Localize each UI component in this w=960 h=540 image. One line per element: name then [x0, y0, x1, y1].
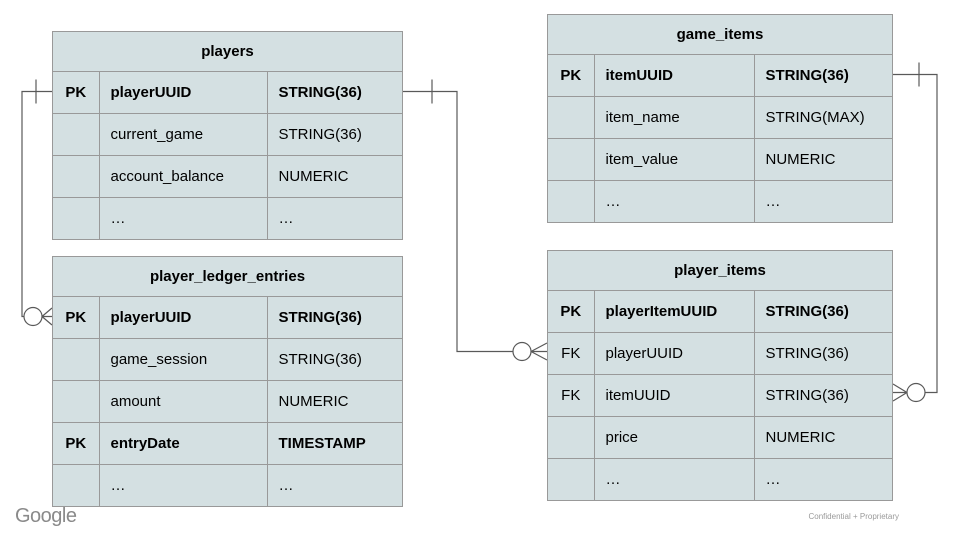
- table-row: FK playerUUID STRING(36): [548, 332, 892, 375]
- field-cell: entryDate: [99, 422, 268, 465]
- table-row: current_game STRING(36): [53, 113, 402, 156]
- key-cell: [53, 113, 100, 156]
- zero-circle-icon: [23, 306, 43, 327]
- field-cell: price: [594, 416, 755, 459]
- field-cell: amount: [99, 380, 268, 423]
- confidential-note: Confidential + Proprietary: [808, 512, 900, 521]
- key-cell: PK: [53, 422, 100, 465]
- type-cell: …: [754, 180, 892, 222]
- table-row: … …: [548, 458, 892, 500]
- type-cell: NUMERIC: [267, 155, 402, 198]
- key-cell: PK: [53, 297, 100, 339]
- table-players-columns: PK playerUUID STRING(36) current_game ST…: [53, 72, 402, 239]
- table-row: price NUMERIC: [548, 416, 892, 459]
- key-cell: [548, 458, 595, 500]
- field-cell: …: [594, 180, 755, 222]
- key-cell: [548, 180, 595, 222]
- key-cell: [53, 155, 100, 198]
- table-player-ledger-entries-columns: PK playerUUID STRING(36) game_session ST…: [53, 297, 402, 506]
- table-title-players: players: [53, 32, 402, 72]
- field-cell: playerUUID: [594, 332, 755, 375]
- key-cell: [53, 197, 100, 239]
- type-cell: …: [754, 458, 892, 500]
- type-cell: STRING(36): [754, 332, 892, 375]
- field-cell: item_value: [594, 138, 755, 181]
- type-cell: STRING(36): [754, 374, 892, 417]
- table-player-items-columns: PK playerItemUUID STRING(36) FK playerUU…: [548, 291, 892, 500]
- field-cell: account_balance: [99, 155, 268, 198]
- key-cell: PK: [53, 72, 100, 114]
- erd-table-game-items: game_items PK itemUUID STRING(36) item_n…: [547, 14, 893, 223]
- type-cell: NUMERIC: [754, 416, 892, 459]
- type-cell: STRING(36): [765, 303, 849, 320]
- connector-line: [893, 73, 938, 394]
- table-row: PK entryDate TIMESTAMP: [53, 422, 402, 465]
- table-row: … …: [548, 180, 892, 222]
- field-cell: playerItemUUID: [594, 291, 755, 333]
- table-row: PK itemUUID STRING(36): [548, 55, 892, 97]
- field-cell: playerUUID: [99, 72, 268, 114]
- erd-table-player-ledger-entries: player_ledger_entries PK playerUUID STRI…: [52, 256, 403, 507]
- table-title-player-items: player_items: [548, 251, 892, 291]
- table-row: account_balance NUMERIC: [53, 155, 402, 198]
- zero-circle-icon: [906, 382, 926, 403]
- field-cell: itemUUID: [594, 374, 755, 417]
- google-logo: Google: [15, 505, 77, 527]
- key-cell: [53, 380, 100, 423]
- zero-circle-icon: [512, 341, 532, 362]
- table-row: game_session STRING(36): [53, 338, 402, 381]
- table-row: FK itemUUID STRING(36): [548, 374, 892, 417]
- table-row: item_value NUMERIC: [548, 138, 892, 181]
- key-cell: FK: [548, 374, 595, 417]
- table-row: PK playerUUID STRING(36): [53, 297, 402, 339]
- field-cell: …: [99, 464, 268, 506]
- table-row: PK playerUUID STRING(36): [53, 72, 402, 114]
- type-cell: NUMERIC: [754, 138, 892, 181]
- key-cell: [53, 464, 100, 506]
- key-cell: PK: [548, 291, 595, 333]
- type-cell: STRING(36): [267, 338, 402, 381]
- key-cell: PK: [548, 55, 595, 97]
- field-cell: …: [99, 197, 268, 239]
- connector-game-items-to-player-items: [892, 62, 938, 403]
- field-cell: item_name: [594, 96, 755, 139]
- field-cell: …: [594, 458, 755, 500]
- table-row: … …: [53, 464, 402, 506]
- field-cell: playerUUID: [99, 297, 268, 339]
- many-crowfoot-icon: [892, 383, 908, 402]
- key-cell: [548, 416, 595, 459]
- many-crowfoot-icon: [530, 342, 548, 361]
- table-row: amount NUMERIC: [53, 380, 402, 423]
- key-cell: FK: [548, 332, 595, 375]
- table-title-player-ledger-entries: player_ledger_entries: [53, 257, 402, 297]
- type-cell: STRING(36): [278, 309, 362, 326]
- connector-line: [21, 90, 52, 318]
- key-cell: [53, 338, 100, 381]
- type-cell: STRING(36): [267, 113, 402, 156]
- table-game-items-columns: PK itemUUID STRING(36) item_name STRING(…: [548, 55, 892, 222]
- table-row: … …: [53, 197, 402, 239]
- field-cell: game_session: [99, 338, 268, 381]
- type-cell: STRING(36): [278, 84, 362, 101]
- key-cell: [548, 96, 595, 139]
- type-cell: TIMESTAMP: [267, 422, 402, 465]
- type-cell: STRING(MAX): [754, 96, 892, 139]
- table-title-game-items: game_items: [548, 15, 892, 55]
- table-row: item_name STRING(MAX): [548, 96, 892, 139]
- type-cell: …: [267, 464, 402, 506]
- connector-line: [403, 90, 513, 353]
- type-cell: …: [267, 197, 402, 239]
- erd-table-player-items: player_items PK playerItemUUID STRING(36…: [547, 250, 893, 501]
- connector-players-to-player-ledger-entries: [21, 79, 53, 327]
- field-cell: itemUUID: [594, 55, 755, 97]
- table-row: PK playerItemUUID STRING(36): [548, 291, 892, 333]
- connector-players-to-player-items: [403, 79, 548, 362]
- field-cell: current_game: [99, 113, 268, 156]
- key-cell: [548, 138, 595, 181]
- type-cell: NUMERIC: [267, 380, 402, 423]
- erd-table-players: players PK playerUUID STRING(36) current…: [52, 31, 403, 240]
- type-cell: STRING(36): [765, 67, 849, 84]
- many-crowfoot-icon: [41, 307, 53, 326]
